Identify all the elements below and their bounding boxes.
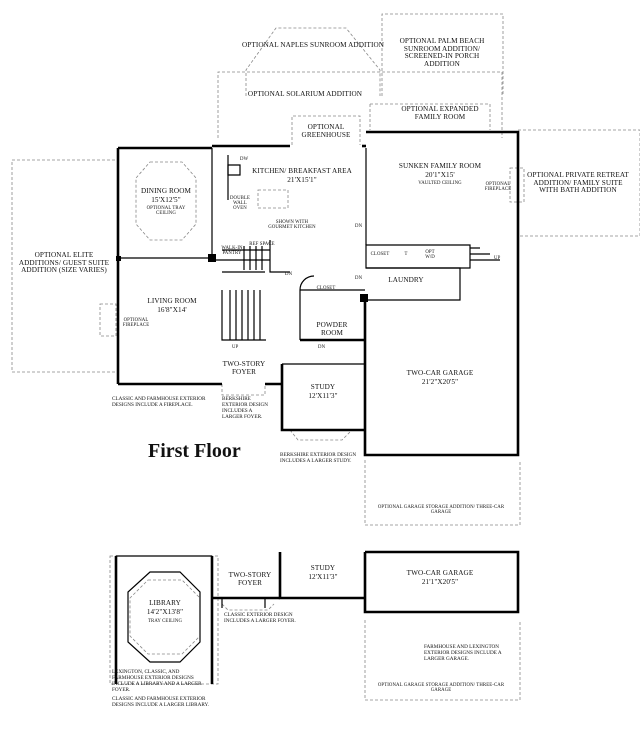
alt-plan-interior bbox=[116, 555, 266, 684]
up-label-1: UP bbox=[232, 345, 239, 350]
option-elite-label: OPTIONAL ELITE ADDITIONS/ GUEST SUITE AD… bbox=[18, 251, 110, 275]
kitchen-dim: 21'X15'1" bbox=[287, 176, 317, 184]
alt-note-larger-library: CLASSIC AND FARMHOUSE EXTERIOR DESIGNS I… bbox=[112, 696, 209, 708]
option-private-retreat-label: OPTIONAL PRIVATE RETREAT ADDITION/ FAMIL… bbox=[527, 171, 629, 195]
alt-option-garage-storage-label: OPTIONAL GARAGE STORAGE ADDITION/ THREE-… bbox=[377, 683, 505, 694]
dining-room-dim: 15'X12'5" bbox=[151, 196, 181, 204]
down-label-4: DN bbox=[318, 345, 326, 350]
optional-additions-outlines bbox=[11, 13, 640, 701]
laundry-label: LAUNDRY bbox=[388, 276, 424, 284]
closet-label-2: CLOSET bbox=[370, 252, 390, 257]
living-room-name: LIVING ROOM bbox=[147, 297, 197, 305]
up-label-2: UP bbox=[494, 256, 501, 261]
alt-garage-dim: 21'1"X20'5" bbox=[421, 578, 459, 586]
toilet-label: T bbox=[404, 252, 408, 257]
closet-label-1: CLOSET bbox=[316, 286, 336, 291]
living-fireplace-label: OPTIONAL FIREPLACE bbox=[122, 318, 150, 329]
option-garage-storage-label: OPTIONAL GARAGE STORAGE ADDITION/ THREE-… bbox=[377, 505, 505, 516]
garage-dim: 21'2"X20'5" bbox=[421, 378, 459, 386]
alt-library-name: LIBRARY bbox=[149, 599, 181, 607]
note-berkshire-study: BERKSHIRE EXTERIOR DESIGN INCLUDES A LAR… bbox=[280, 452, 357, 464]
powder-room-label: POWDER ROOM bbox=[316, 321, 348, 337]
family-fireplace-label: OPTIONAL FIREPLACE bbox=[484, 182, 512, 193]
alt-note-library: LEXINGTON, CLASSIC, AND FARMHOUSE EXTERI… bbox=[112, 669, 202, 693]
alt-library-note: TRAY CEILING bbox=[147, 619, 183, 624]
interior-walls bbox=[118, 148, 500, 365]
kitchen-note: SHOWN WITH GOURMET KITCHEN bbox=[268, 220, 316, 231]
option-solarium-label: OPTIONAL SOLARIUM ADDITION bbox=[247, 90, 363, 98]
dining-room-note: OPTIONAL TRAY CEILING bbox=[146, 206, 186, 217]
option-palm-beach-label: OPTIONAL PALM BEACH SUNROOM ADDITION/ SC… bbox=[399, 37, 485, 68]
opt-wd-label: OPT W/D bbox=[425, 250, 435, 261]
note-classic-fireplace: CLASSIC AND FARMHOUSE EXTERIOR DESIGNS I… bbox=[112, 396, 206, 408]
exterior-walls bbox=[116, 130, 520, 457]
down-label-2: DN bbox=[285, 272, 293, 277]
down-label-1: DN bbox=[355, 224, 363, 229]
alt-study-dim: 12'X11'3" bbox=[308, 573, 338, 581]
alt-study-name: STUDY bbox=[310, 564, 336, 572]
alt-note-larger-garage: FARMHOUSE AND LEXINGTON EXTERIOR DESIGNS… bbox=[424, 644, 502, 662]
foyer-label: TWO-STORY FOYER bbox=[222, 360, 266, 376]
option-naples-label: OPTIONAL NAPLES SUNROOM ADDITION bbox=[241, 41, 385, 49]
alt-library-dim: 14'2"X13'8" bbox=[146, 608, 184, 616]
ref-space-label: REF SPACE bbox=[249, 242, 275, 247]
family-room-dim: 20'1"X15' bbox=[425, 171, 455, 179]
note-berkshire-foyer: BERKSHIRE EXTERIOR DESIGN INCLUDES A LAR… bbox=[222, 396, 268, 420]
study-dim: 12'X11'3" bbox=[308, 392, 338, 400]
dining-room-name: DINING ROOM bbox=[140, 187, 192, 195]
option-greenhouse-label: OPTIONAL GREENHOUSE bbox=[301, 123, 351, 139]
down-label-3: DN bbox=[355, 276, 363, 281]
family-room-name: SUNKEN FAMILY ROOM bbox=[398, 162, 482, 170]
walkin-pantry-label: WALK-IN PANTRY bbox=[221, 246, 243, 257]
alt-foyer-label: TWO-STORY FOYER bbox=[228, 571, 272, 587]
family-room-note: VAULTED CEILING bbox=[418, 181, 462, 186]
kitchen-name: KITCHEN/ BREAKFAST AREA bbox=[252, 167, 352, 175]
option-expanded-family-label: OPTIONAL EXPANDED FAMILY ROOM bbox=[401, 105, 479, 121]
floor-title: First Floor bbox=[148, 440, 241, 462]
alt-garage-name: TWO-CAR GARAGE bbox=[406, 569, 474, 577]
study-name: STUDY bbox=[310, 383, 336, 391]
alt-note-classic-foyer: CLASSIC EXTERIOR DESIGN INCLUDES A LARGE… bbox=[224, 612, 296, 624]
double-oven-label: DOUBLE WALL OVEN bbox=[229, 196, 251, 212]
living-room-dim: 16'8"X14' bbox=[157, 306, 187, 314]
garage-name: TWO-CAR GARAGE bbox=[406, 369, 474, 377]
dishwasher-label: DW bbox=[240, 157, 249, 162]
wall-posts bbox=[116, 254, 368, 302]
